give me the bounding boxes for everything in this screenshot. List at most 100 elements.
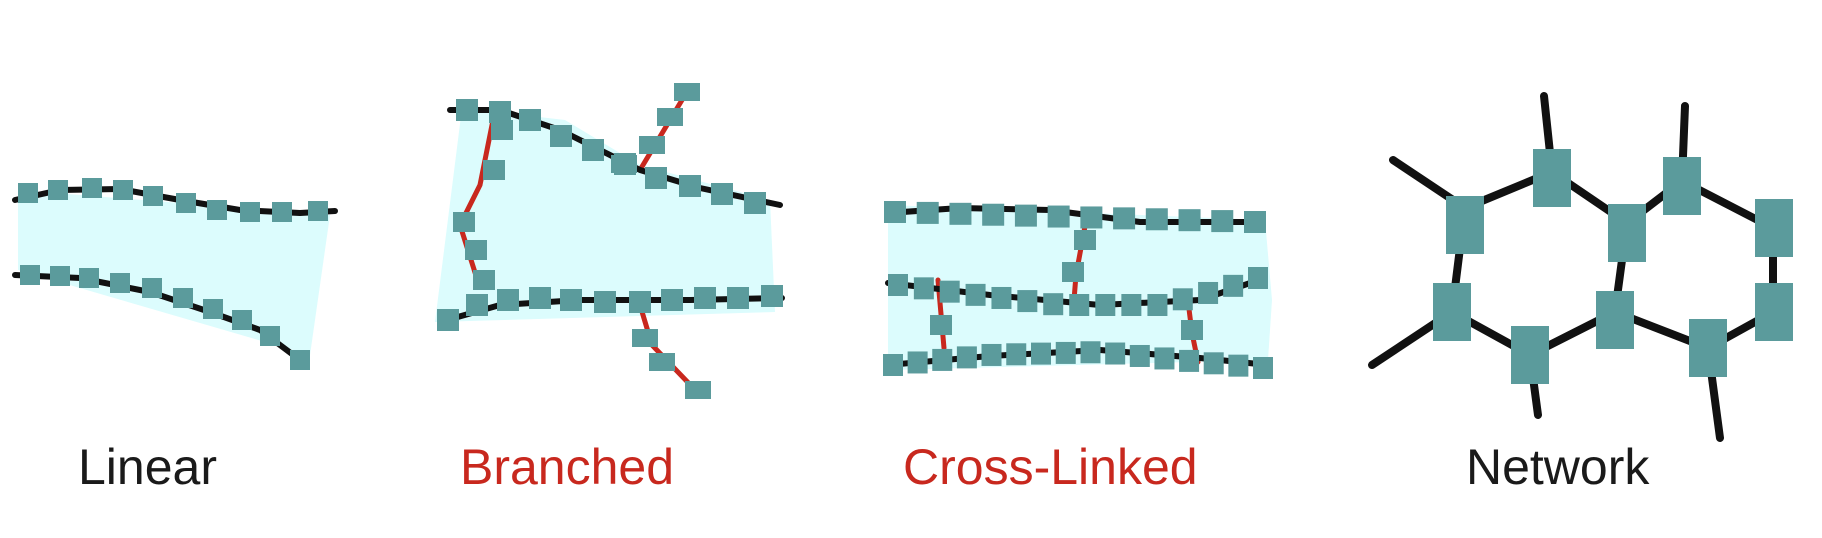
monomer-unit (48, 180, 68, 200)
monomer-unit (453, 212, 475, 232)
monomer-unit (1253, 357, 1273, 379)
monomer-unit (483, 160, 505, 180)
monomer-unit (1121, 294, 1142, 316)
monomer-unit (582, 139, 604, 161)
monomer-unit (632, 329, 658, 347)
monomer-unit (465, 240, 487, 260)
monomer-unit (981, 343, 1002, 366)
monomer-unit (982, 203, 1005, 226)
shaded-region (888, 205, 1272, 370)
monomer-unit (679, 175, 701, 197)
shaded-region (435, 108, 775, 322)
monomer-unit (594, 291, 616, 313)
monomer-unit (639, 136, 665, 154)
monomer-unit (1172, 288, 1193, 311)
monomer-unit (308, 201, 328, 221)
monomer-unit (1069, 294, 1090, 316)
monomer-unit (1223, 274, 1244, 297)
monomer-unit (1178, 209, 1201, 232)
monomer-unit (110, 273, 130, 293)
monomer-unit (694, 287, 716, 309)
monomer-unit (489, 101, 511, 123)
cross-linked-polymer-illustration (883, 201, 1273, 379)
monomer-unit (290, 350, 310, 370)
monomer-unit (761, 285, 783, 307)
monomer-unit (50, 266, 70, 286)
monomer-unit (1105, 342, 1126, 365)
monomer-unit (907, 351, 928, 374)
monomer-unit (711, 183, 733, 205)
monomer-unit (232, 310, 252, 330)
monomer-unit (1017, 290, 1038, 313)
branched-label: Branched (460, 439, 675, 495)
monomer-unit (649, 353, 675, 371)
monomer-unit (744, 192, 766, 214)
network-polymer-illustration (1368, 92, 1793, 442)
monomer-unit (1047, 205, 1070, 228)
monomer-unit (949, 202, 972, 225)
monomer-unit (1031, 342, 1052, 365)
monomer-unit (645, 167, 667, 189)
monomer-unit (240, 202, 260, 222)
monomer-unit (939, 280, 960, 303)
monomer-unit (1062, 262, 1084, 282)
monomer-unit (1596, 291, 1634, 349)
monomer-unit (18, 183, 38, 203)
monomer-unit (1154, 347, 1175, 370)
monomer-unit (1095, 294, 1116, 316)
monomer-unit (1203, 352, 1224, 375)
monomer-unit (1113, 207, 1136, 230)
monomer-unit (991, 286, 1012, 309)
monomer-unit (611, 155, 637, 173)
monomer-unit (1055, 341, 1076, 364)
monomer-unit (727, 287, 749, 309)
monomer-unit (916, 201, 939, 224)
monomer-unit (1147, 294, 1168, 316)
monomer-unit (657, 108, 683, 126)
monomer-unit (1014, 204, 1037, 227)
monomer-unit (932, 348, 953, 371)
monomer-unit (1080, 206, 1103, 229)
monomer-unit (1533, 149, 1571, 207)
monomer-unit (497, 289, 519, 311)
network-label: Network (1466, 439, 1650, 495)
monomer-unit (884, 201, 906, 223)
monomer-unit (1129, 344, 1150, 367)
monomer-unit (437, 309, 459, 331)
monomer-unit (473, 270, 495, 290)
monomer-unit (1244, 211, 1266, 233)
monomer-unit (1080, 341, 1101, 364)
monomer-unit (491, 120, 513, 140)
monomer-unit (466, 294, 488, 316)
monomer-unit (1074, 230, 1096, 250)
monomer-unit (203, 299, 223, 319)
monomer-unit (79, 268, 99, 288)
monomer-unit (930, 315, 952, 335)
monomer-unit (207, 200, 227, 220)
monomer-unit (1181, 320, 1203, 340)
monomer-unit (1608, 204, 1646, 262)
monomer-unit (143, 186, 163, 206)
monomer-unit (1043, 293, 1064, 316)
monomer-unit (142, 278, 162, 298)
monomer-unit (176, 193, 196, 213)
monomer-unit (1179, 349, 1200, 372)
monomer-unit (456, 99, 478, 121)
monomer-unit (1198, 281, 1219, 304)
linear-polymer-illustration (12, 178, 338, 370)
monomer-unit (519, 109, 541, 131)
monomer-unit (685, 381, 711, 399)
monomer-unit (550, 125, 572, 147)
monomer-unit (883, 354, 903, 376)
branch-link (637, 87, 691, 173)
monomer-unit (956, 346, 977, 369)
monomer-unit (82, 178, 102, 198)
monomer-unit (20, 265, 40, 285)
monomer-unit (173, 288, 193, 308)
monomer-unit (529, 287, 551, 309)
monomer-unit (260, 326, 280, 346)
monomer-unit (560, 289, 582, 311)
monomer-unit (913, 277, 934, 300)
monomer-unit (1248, 267, 1268, 289)
